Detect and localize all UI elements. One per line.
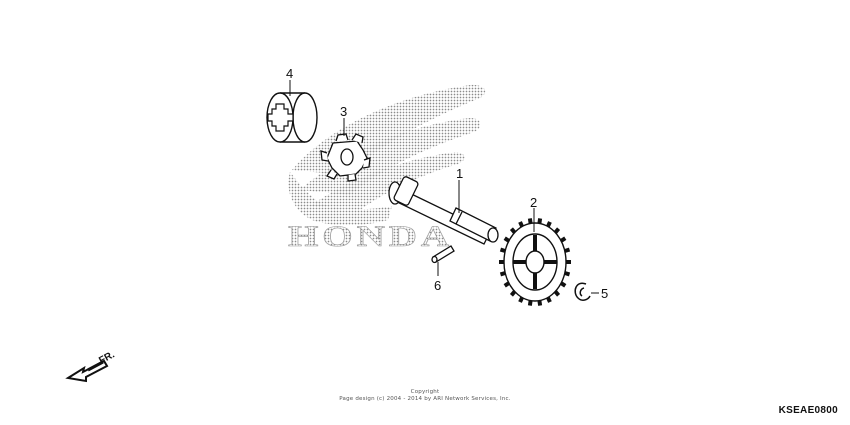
gear-tooth (553, 290, 561, 297)
callout-4: 4 (286, 66, 293, 81)
gear-tooth (564, 247, 571, 253)
gear-tooth (564, 271, 571, 277)
callout-6: 6 (434, 278, 441, 293)
honda-watermark-text: HONDA (288, 220, 453, 253)
gear-tooth (499, 271, 506, 277)
front-direction-label: FR. (97, 349, 117, 366)
outer-rotor-part (266, 92, 318, 143)
gear-tooth (518, 221, 524, 228)
pin-part (431, 245, 455, 264)
front-direction-arrow-icon: FR. (65, 349, 117, 383)
pump-shaft-part (388, 176, 499, 245)
circlip-part (574, 282, 591, 301)
gear-tooth (537, 218, 543, 224)
gear-tooth (553, 227, 561, 234)
diagram-code: KSEAE0800 (778, 405, 838, 416)
gear-tooth (503, 236, 511, 243)
callout-3: 3 (340, 104, 347, 119)
callout-5: 5 (601, 286, 608, 301)
gear-tooth (509, 290, 517, 297)
gear-tooth (559, 281, 567, 288)
gear-tooth (527, 300, 533, 306)
callout-2: 2 (530, 195, 537, 210)
gear-tooth (546, 296, 552, 303)
gear-tooth (546, 221, 552, 228)
copyright-line-1: Copyright (410, 389, 440, 395)
gear-tooth (559, 236, 567, 243)
gear-tooth (537, 300, 543, 306)
callout-1: 1 (456, 166, 463, 181)
driven-gear-part (499, 218, 571, 306)
copyright-line-2: Page design (c) 2004 - 2014 by ARI Netwo… (339, 396, 511, 402)
leader-lines (289, 80, 599, 294)
gear-tooth (527, 218, 533, 224)
gear-tooth (503, 281, 511, 288)
gear-tooth (499, 247, 506, 253)
inner-rotor-part (320, 133, 371, 182)
gear-tooth (518, 296, 524, 303)
gear-tooth (509, 227, 517, 234)
